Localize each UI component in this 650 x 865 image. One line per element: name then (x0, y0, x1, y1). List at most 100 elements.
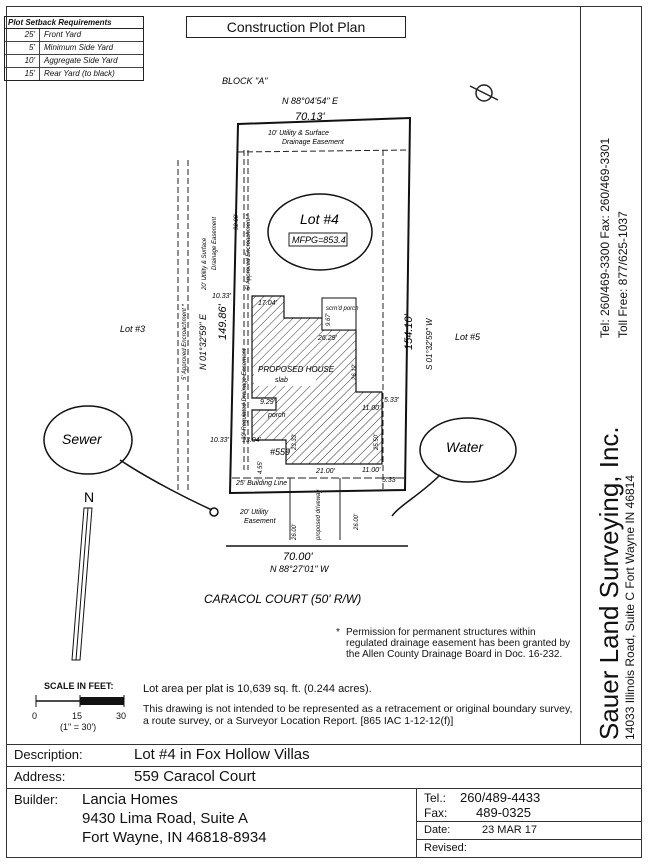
regulated-drainage: 30' Regulated Drainage Easement (242, 348, 248, 440)
contact-divider (416, 788, 417, 858)
tel-value: 260/489-4433 (460, 790, 541, 805)
company-address: 14033 Illinois Road, Suite C Fort Wayne … (623, 474, 637, 740)
title-block: Description: Lot #4 in Fox Hollow Villas… (6, 744, 642, 858)
sewer-point-icon (209, 507, 219, 517)
west-encroachment: 5' Approved Encroachment * (182, 303, 188, 380)
building-line-label: 25' Building Line (235, 480, 287, 487)
water-note: Water (446, 439, 484, 455)
document-title: Construction Plot Plan (186, 16, 406, 38)
dimension-label: 11.00' (362, 467, 381, 474)
house-label: PROPOSED HOUSE (258, 365, 335, 374)
lot-east-label: Lot #5 (455, 332, 481, 342)
company-tollfree: Toll Free: 877/625-1037 (616, 211, 630, 338)
permission-note: * Permission for permanent structures wi… (336, 627, 578, 660)
water-bubble (419, 417, 517, 483)
disclaimer: This drawing is not intended to be repre… (143, 703, 573, 727)
porch-label: porch (267, 412, 286, 419)
setback-header: Plot Setback Requirements (5, 17, 143, 29)
contact-divider (416, 821, 642, 822)
water-arrow (391, 474, 441, 517)
north-arrow-icon: N (71, 489, 94, 661)
west-length: 149.86' (217, 303, 229, 340)
east-bearing: S 01°32'59" W (425, 317, 434, 370)
dimension-label: 5.33' (382, 477, 398, 484)
lot-label: Lot #4 (300, 211, 339, 227)
driveway-label: proposed driveway (316, 489, 322, 541)
sewer-bubble (43, 405, 133, 475)
house-label-bg (254, 370, 316, 386)
street-name: CARACOL COURT (50' R/W) (204, 592, 361, 606)
dimension-label: 9.67' (326, 312, 332, 326)
west-bearing: N 01°32'59" E (198, 313, 208, 370)
screened-porch (321, 297, 357, 331)
dimension-label: 13.04' (242, 437, 262, 444)
south-bearing: N 88°27'01" W (270, 564, 330, 574)
mfpg-value: MFPG=853.4 (292, 235, 346, 245)
plot-drawing: BLOCK "A" N 88°04'54" E 70.13' 10' Utili… (43, 76, 517, 661)
dimension-label: 17.04' (258, 300, 278, 307)
dimension-label: 26.29' (317, 335, 338, 342)
sewer-note: Sewer (62, 431, 103, 447)
fax-value: 489-0325 (476, 805, 531, 820)
screened-porch-label: scrn'd porch (326, 306, 359, 312)
scale-ratio: (1" = 30') (60, 722, 97, 732)
north-label: N (84, 489, 94, 505)
address-value: 559 Caracol Court (134, 768, 256, 785)
fax-label: Fax: (424, 806, 448, 820)
dimension-label: 92.08' (234, 213, 240, 230)
north-length: 70.13' (295, 111, 326, 123)
setback-row: 25'Front Yard (5, 29, 143, 42)
description-label: Description: (14, 747, 83, 762)
dimension-label: 21.00' (315, 468, 336, 475)
slab-label: slab (275, 377, 288, 384)
builder-city: Fort Wayne, IN 46818-8934 (82, 829, 267, 846)
north-bearing: N 88°04'54" E (282, 96, 339, 106)
builder-street: 9430 Lima Road, Suite A (82, 810, 248, 827)
revised-label: Revised: (424, 842, 467, 854)
dimension-label: 26.00' (292, 523, 298, 541)
house-footprint (251, 295, 383, 465)
lot-boundary (228, 116, 412, 495)
setback-table: Plot Setback Requirements 25'Front Yard … (4, 16, 144, 81)
page-frame (6, 6, 642, 858)
date-label: Date: (424, 824, 451, 836)
contact-divider (416, 839, 642, 840)
south-length: 70.00' (283, 551, 314, 563)
dimension-label: 4.55' (258, 460, 264, 474)
date-value: 23 MAR 17 (482, 824, 538, 836)
lot-west-label: Lot #3 (120, 324, 145, 334)
east-encroachment: 5' Approved Encroachment * (246, 213, 252, 290)
front-easement-label: Easement (244, 518, 277, 525)
mfpg-box (288, 232, 348, 247)
rear-easement-label: Drainage Easement (282, 139, 345, 146)
company-phone: Tel: 260/469-3300 Fax: 260/469-3301 (598, 137, 612, 338)
setback-row: 15'Rear Yard (to black) (5, 68, 143, 80)
dimension-label: 9.29' (260, 399, 276, 406)
scale-tick: 15 (72, 711, 83, 721)
lot-area: Lot area per plat is 10,639 sq. ft. (0.2… (143, 683, 372, 695)
scale-tick: 30 (116, 711, 127, 721)
dimension-label: 26.12' (352, 363, 358, 381)
dimension-label: 11.00' (362, 405, 381, 412)
setback-row: 10'Aggregate Side Yard (5, 55, 143, 68)
asterisk: * (336, 627, 340, 638)
lot-bubble (267, 193, 373, 271)
setback-row: 5'Minimum Side Yard (5, 42, 143, 55)
address-label: Address: (14, 769, 66, 784)
dimension-label: 23.33' (292, 433, 298, 451)
utility-easement: Drainage Easement (212, 217, 218, 270)
rear-easement-line (237, 149, 409, 153)
front-easement-label: 20' Utility (239, 509, 269, 516)
permission-note-text: Permission for permanent structures with… (346, 627, 571, 660)
dimension-label: 10.33' (210, 437, 230, 444)
east-length: 154.10' (403, 313, 415, 350)
scale-label: SCALE IN FEET: (44, 681, 114, 691)
scale-bar: SCALE IN FEET: 0 15 30 (1" = 30') (30, 681, 140, 732)
block-label: BLOCK "A" (222, 76, 268, 86)
company-name: Sauer Land Surveying, Inc. (594, 426, 624, 740)
dimension-label: 26.00' (354, 513, 360, 531)
company-divider (580, 6, 581, 744)
north-arrow-top-icon (469, 84, 499, 102)
builder-label: Builder: (14, 792, 59, 807)
scale-tick: 0 (32, 711, 38, 721)
